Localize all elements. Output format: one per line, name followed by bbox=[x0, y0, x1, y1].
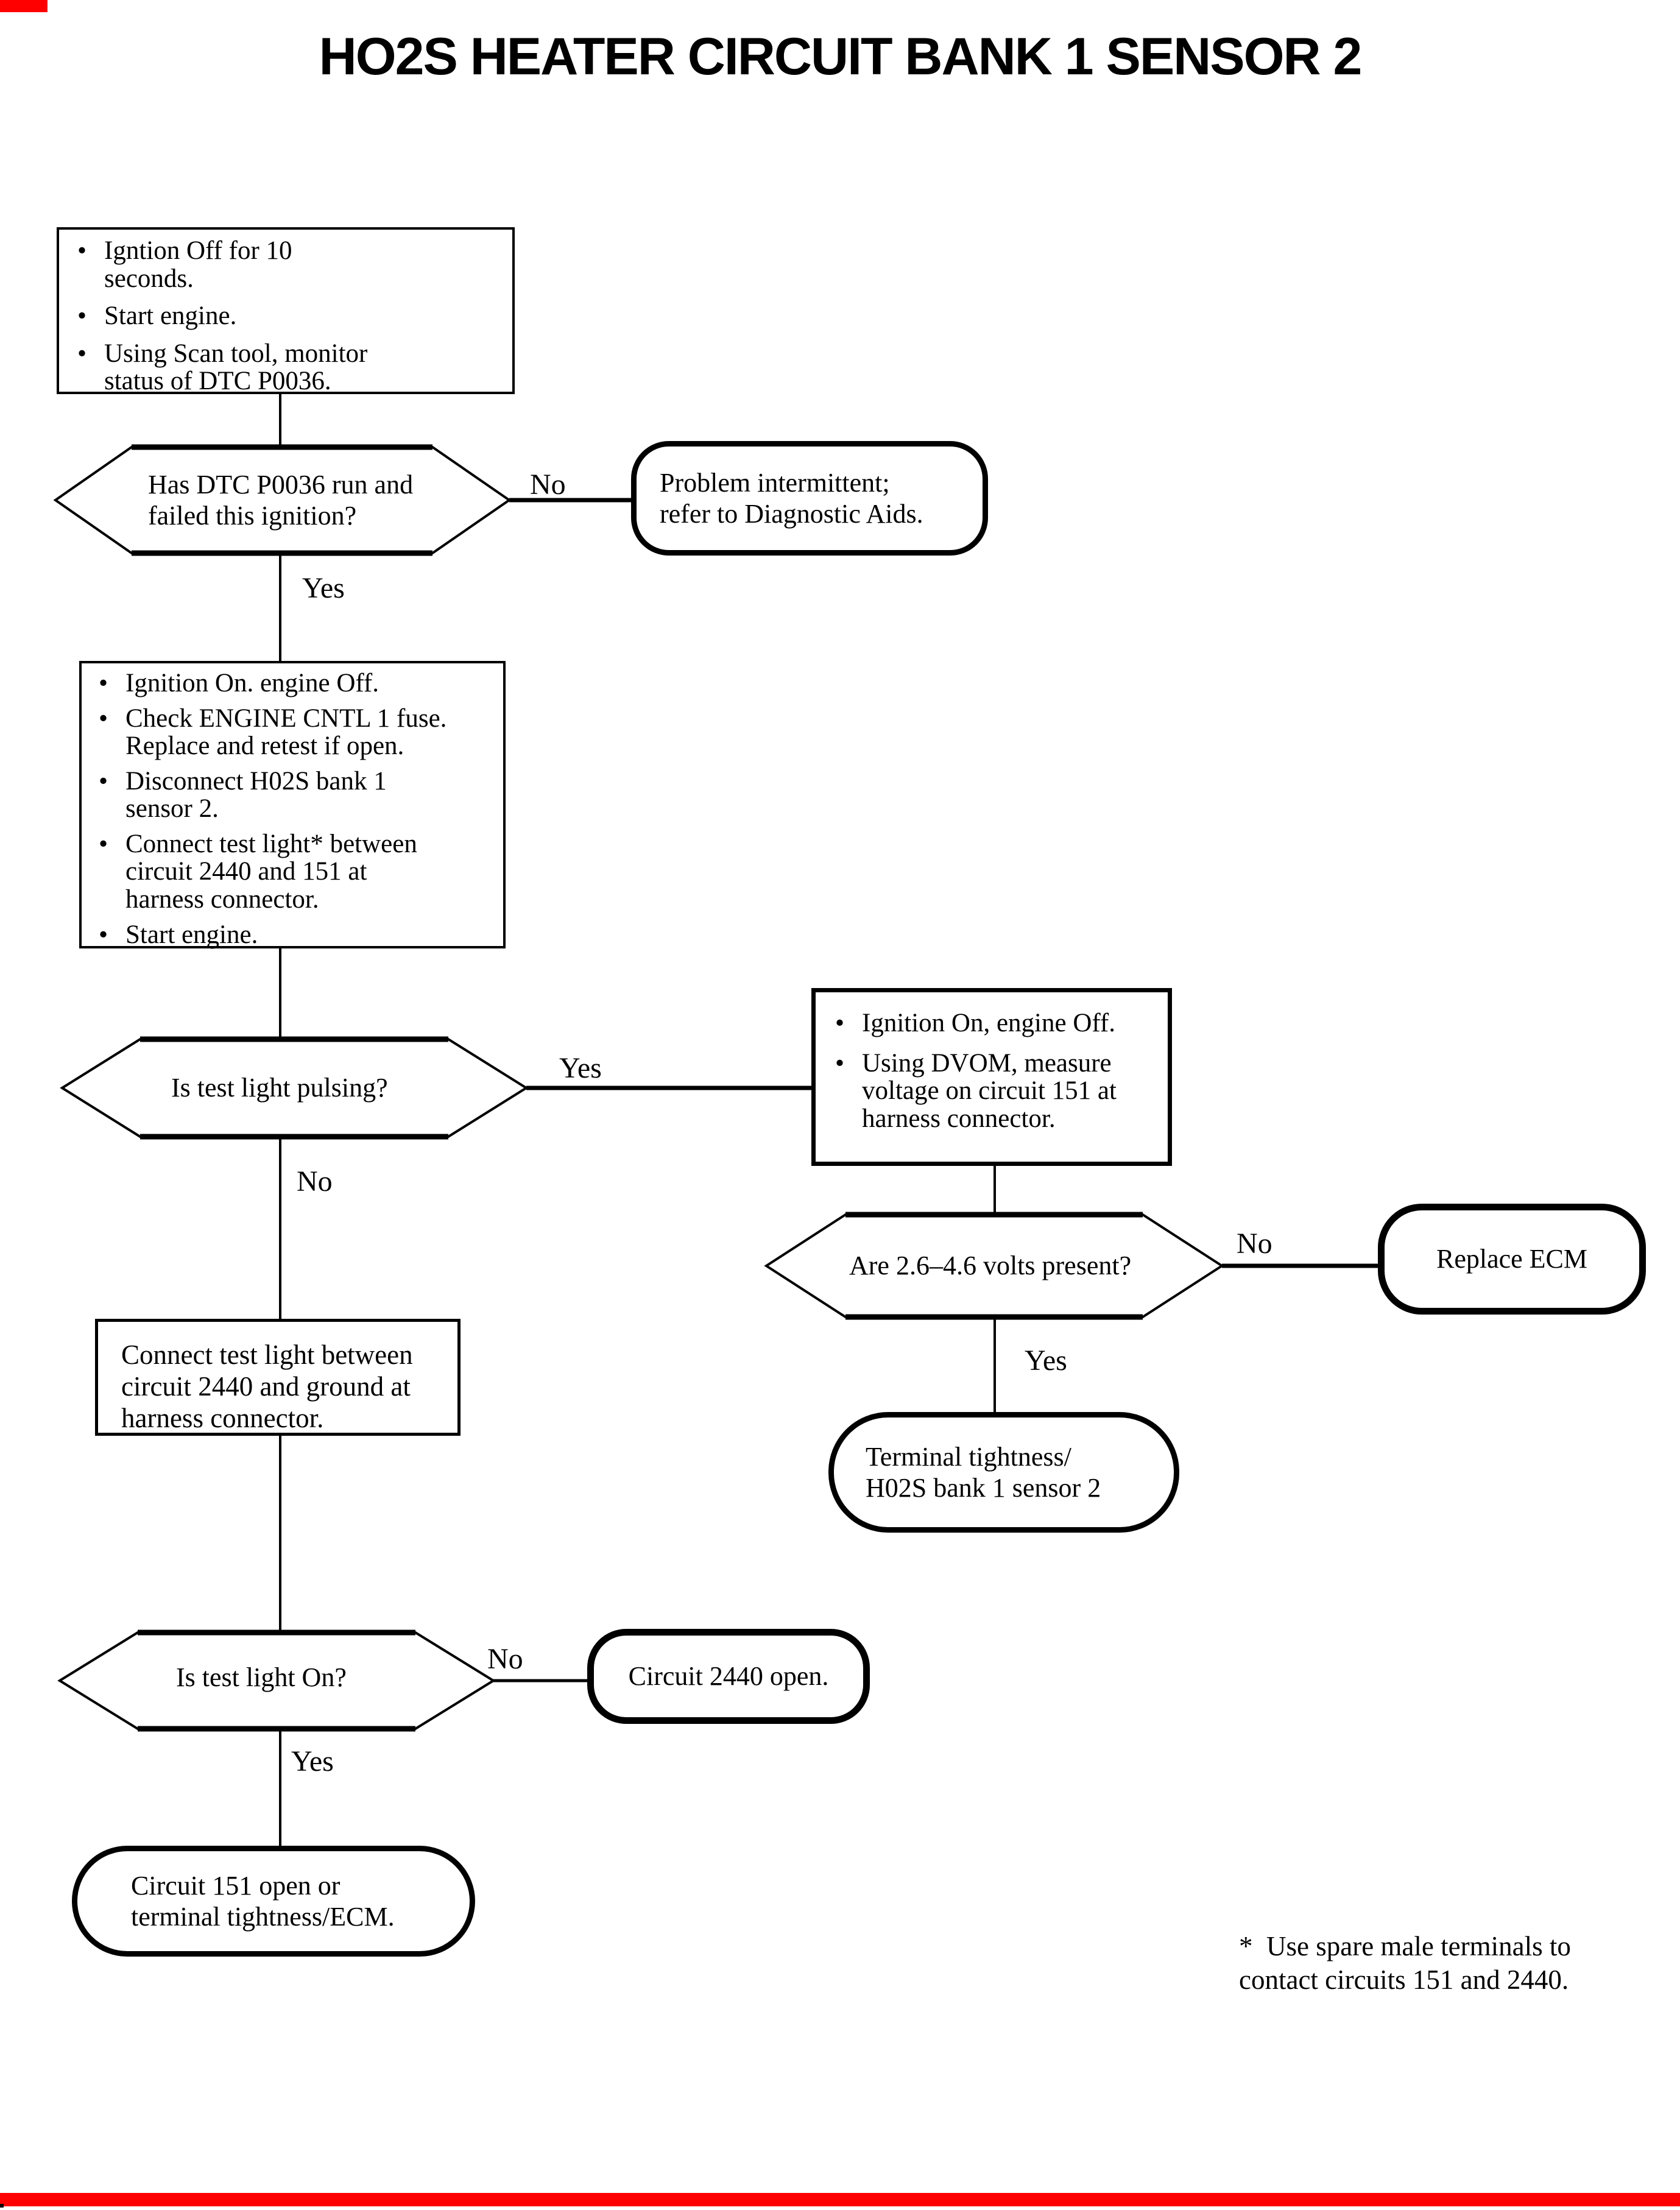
edge-label-yes: Yes bbox=[1025, 1344, 1067, 1377]
terminal-problem-intermittent: Problem intermittent; refer to Diagnosti… bbox=[631, 441, 988, 556]
bullet-item: Ignition On. engine Off. bbox=[97, 669, 499, 697]
ground-test-box: Connect test light between circuit 2440 … bbox=[95, 1319, 461, 1436]
edge-label-yes: Yes bbox=[302, 572, 345, 604]
terminal-text: Terminal tightness/ H02S bank 1 sensor 2 bbox=[866, 1441, 1101, 1503]
bullet-item: Using Scan tool, monitor status of DTC P… bbox=[76, 339, 507, 396]
bullet-item: Disconnect H02S bank 1 sensor 2. bbox=[97, 766, 499, 824]
bullet-text: Using DVOM, measure voltage on circuit 1… bbox=[862, 1048, 1117, 1133]
question-light-pulsing: Is test light pulsing? bbox=[171, 1073, 388, 1103]
terminal-circuit-151-open: Circuit 151 open or terminal tightness/E… bbox=[72, 1846, 475, 1957]
bullet-item: Using DVOM, measure voltage on circuit 1… bbox=[834, 1048, 1164, 1133]
horizontal-connectors bbox=[493, 498, 1383, 1682]
bullet-text: Ignition On, engine Off. bbox=[862, 1009, 1115, 1037]
terminal-text: Circuit 2440 open. bbox=[628, 1661, 829, 1692]
terminal-circuit-2440-open: Circuit 2440 open. bbox=[587, 1629, 870, 1724]
page-edge-marker-bottom bbox=[0, 2193, 1680, 2206]
edge-label-no: No bbox=[487, 1643, 523, 1675]
edge-label-no: No bbox=[297, 1165, 333, 1198]
bullet-item: Connect test light* between circuit 2440… bbox=[97, 830, 499, 914]
bullet-text: Using Scan tool, monitor status of DTC P… bbox=[104, 339, 368, 396]
page-edge-marker-top-left bbox=[0, 0, 48, 12]
bullet-text: Ignition On. engine Off. bbox=[125, 669, 379, 697]
question-volts-present: Are 2.6–4.6 volts present? bbox=[849, 1251, 1132, 1280]
bullet-item: Igntion Off for 10 seconds. bbox=[76, 237, 507, 292]
question-dtc-run: Has DTC P0036 run and failed this igniti… bbox=[148, 470, 414, 531]
terminal-text: Circuit 151 open or terminal tightness/E… bbox=[131, 1870, 395, 1932]
bullet-item: Ignition On, engine Off. bbox=[834, 1009, 1164, 1037]
bullet-item: Start engine. bbox=[76, 302, 507, 330]
bullet-text: Igntion Off for 10 seconds. bbox=[104, 236, 292, 293]
question-light-on: Is test light On? bbox=[176, 1662, 347, 1692]
page-title: HO2S HEATER CIRCUIT BANK 1 SENSOR 2 bbox=[319, 27, 1363, 86]
bullet-text: Disconnect H02S bank 1 sensor 2. bbox=[125, 766, 387, 824]
terminal-text: Problem intermittent; refer to Diagnosti… bbox=[660, 467, 923, 529]
bullet-text: Start engine. bbox=[125, 920, 258, 949]
action-steps-box: Ignition On. engine Off. Check ENGINE CN… bbox=[79, 661, 506, 948]
terminal-replace-ecm: Replace ECM bbox=[1378, 1204, 1646, 1315]
footnote: * Use spare male terminals to contact ci… bbox=[1239, 1931, 1571, 1995]
bullet-item: Check ENGINE CNTL 1 fuse. Replace and re… bbox=[97, 704, 499, 761]
start-steps-box: Igntion Off for 10 seconds. Start engine… bbox=[57, 227, 515, 396]
scan-artifact-dot bbox=[0, 2204, 4, 2208]
bullet-item: Start engine. bbox=[97, 921, 499, 949]
terminal-text: Replace ECM bbox=[1436, 1244, 1588, 1274]
bullet-text: Start engine. bbox=[104, 302, 237, 331]
terminal-terminal-tightness: Terminal tightness/ H02S bank 1 sensor 2 bbox=[828, 1412, 1179, 1533]
edge-label-yes: Yes bbox=[291, 1745, 334, 1778]
bullet-text: Check ENGINE CNTL 1 fuse. Replace and re… bbox=[125, 704, 447, 761]
vertical-connectors bbox=[279, 394, 996, 1848]
edge-label-no: No bbox=[530, 468, 566, 501]
bullet-text: Connect test light* between circuit 2440… bbox=[125, 829, 417, 914]
decision-hexagons bbox=[53, 446, 1224, 1730]
hexagon-heavy-edges bbox=[132, 444, 1143, 1732]
edge-label-yes: Yes bbox=[559, 1052, 602, 1084]
dvom-steps-box: Ignition On, engine Off. Using DVOM, mea… bbox=[811, 988, 1172, 1166]
edge-label-no: No bbox=[1237, 1227, 1272, 1260]
